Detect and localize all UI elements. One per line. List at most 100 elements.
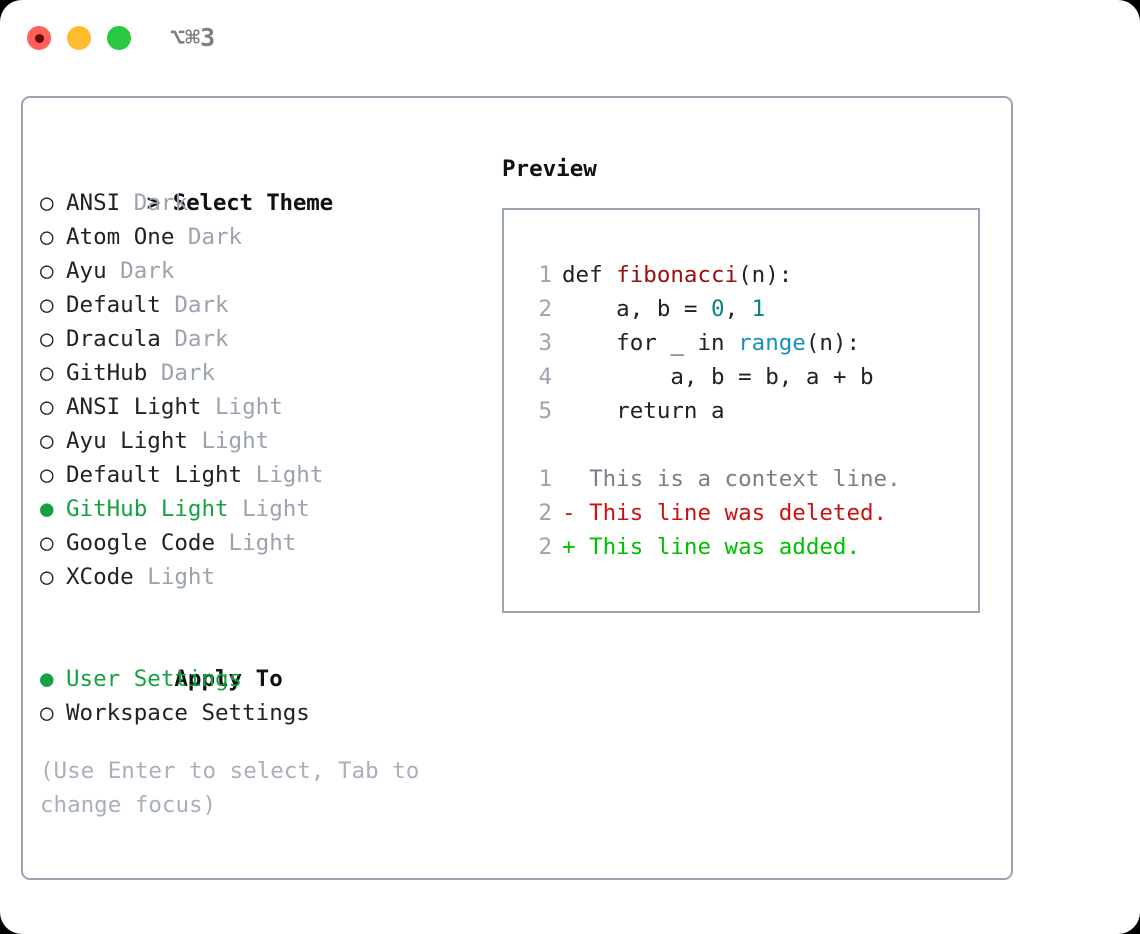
theme-variant-tag: Dark xyxy=(147,360,216,386)
code-token-plain: (n): xyxy=(805,330,861,356)
code-token-plain: def xyxy=(562,262,617,288)
radio-unselected-icon: ○ xyxy=(40,530,68,556)
theme-list-item[interactable]: ○ ANSI Light Light xyxy=(40,390,480,424)
apply-to-option-label: User Settings xyxy=(66,666,243,692)
apply-to-heading: Apply To xyxy=(40,628,480,692)
code-line: 3 for _ in range(n): xyxy=(522,326,978,360)
theme-variant-tag: Light xyxy=(215,530,297,556)
diff-sample: 1 This is a context line. 2 - This line wa… xyxy=(522,462,978,564)
theme-list-item[interactable]: ○ Default Light Light xyxy=(40,458,480,492)
theme-variant-tag: Dark xyxy=(120,190,188,216)
theme-name: ANSI Light xyxy=(66,394,202,420)
theme-list-item[interactable]: ○ Dracula Dark xyxy=(40,322,480,356)
code-token-plain: for _ in xyxy=(562,330,739,356)
line-number: 2 xyxy=(538,500,552,526)
diff-line: 2+ This line was added. xyxy=(522,530,978,564)
line-number: 3 xyxy=(538,330,552,356)
keyboard-hint-text: (Use Enter to select, Tab to change focu… xyxy=(40,758,433,818)
diff-del-text: - This line was deleted. xyxy=(562,500,888,526)
theme-list-item[interactable]: ○ XCode Light xyxy=(40,560,480,594)
theme-name: Default Light xyxy=(66,462,243,488)
theme-variant-tag: Light xyxy=(133,564,216,590)
diff-ctx-text: This is a context line. xyxy=(562,466,901,492)
line-number: 1 xyxy=(538,466,552,492)
theme-variant-tag: Light xyxy=(201,394,283,420)
line-number: 2 xyxy=(538,296,552,322)
theme-variant-tag: Light xyxy=(228,496,310,522)
theme-variant-tag: Dark xyxy=(160,292,229,318)
theme-list-item[interactable]: ○ Ayu Dark xyxy=(40,254,480,288)
minimize-button[interactable] xyxy=(67,26,91,50)
apply-to-label: Apply To xyxy=(174,666,283,692)
theme-name: XCode xyxy=(66,564,134,590)
theme-list-item[interactable]: ○ Google Code Light xyxy=(40,526,480,560)
code-token-plain: a, b = b, a + b xyxy=(562,364,874,390)
maximize-button[interactable] xyxy=(107,26,131,50)
code-token-plain: (n): xyxy=(738,262,793,288)
line-number: 4 xyxy=(538,364,552,390)
preview-spacer xyxy=(522,428,978,462)
diff-line: 1 This is a context line. xyxy=(522,462,978,496)
code-token-plain: return a xyxy=(562,398,725,424)
radio-selected-icon: ● xyxy=(40,496,68,522)
theme-list-item[interactable]: ○ Ayu Light Light xyxy=(40,424,480,458)
code-line: 4 a, b = b, a + b xyxy=(522,360,978,394)
radio-unselected-icon: ○ xyxy=(40,700,68,726)
radio-unselected-icon: ○ xyxy=(40,292,68,318)
apply-to-option-label: Workspace Settings xyxy=(66,700,310,726)
radio-unselected-icon: ○ xyxy=(40,190,68,216)
theme-name: GitHub xyxy=(66,360,148,386)
close-button[interactable] xyxy=(27,26,51,50)
theme-list-item[interactable]: ○ Atom One Dark xyxy=(40,220,480,254)
code-line: 2 a, b = 0, 1 xyxy=(522,292,978,326)
theme-list-item[interactable]: ○ Default Dark xyxy=(40,288,480,322)
apply-to-item[interactable]: ○ Workspace Settings xyxy=(40,696,480,730)
theme-variant-tag: Dark xyxy=(160,326,229,352)
code-line: 5 return a xyxy=(522,394,978,428)
diff-line: 2 - This line was deleted. xyxy=(522,496,978,530)
theme-variant-tag: Light xyxy=(187,428,270,454)
theme-list-item[interactable]: ● GitHub Light Light xyxy=(40,492,480,526)
theme-name: Ayu xyxy=(66,258,107,284)
theme-list-item[interactable]: ○ ANSI Dark xyxy=(40,186,480,220)
radio-unselected-icon: ○ xyxy=(40,394,68,420)
diff-add-text: + This line was added. xyxy=(562,534,861,560)
theme-list: ○ ANSI Dark○ Atom One Dark○ Ayu Dark○ De… xyxy=(40,186,480,594)
keyboard-shortcut-label: ⌥⌘3 xyxy=(170,23,216,52)
radio-unselected-icon: ○ xyxy=(40,360,68,386)
theme-name: Ayu Light xyxy=(66,428,188,454)
caret-icon: > xyxy=(146,190,174,216)
code-token-call: range xyxy=(738,330,806,356)
radio-unselected-icon: ○ xyxy=(40,258,68,284)
radio-unselected-icon: ○ xyxy=(40,462,68,488)
apply-to-item[interactable]: ● User Settings xyxy=(40,662,480,696)
apply-to-list: ● User Settings○ Workspace Settings xyxy=(40,662,480,730)
theme-name: GitHub Light xyxy=(66,496,229,522)
line-number: 1 xyxy=(538,262,552,288)
theme-name: Google Code xyxy=(66,530,216,556)
radio-selected-icon: ● xyxy=(40,666,68,692)
radio-unselected-icon: ○ xyxy=(40,326,68,352)
theme-list-item[interactable]: ○ GitHub Dark xyxy=(40,356,480,390)
theme-name: Atom One xyxy=(66,224,175,250)
theme-variant-tag: Dark xyxy=(174,224,243,250)
line-number: 5 xyxy=(538,398,552,424)
theme-name: ANSI xyxy=(66,190,121,216)
code-token-fn: fibonacci xyxy=(616,262,739,288)
radio-unselected-icon: ○ xyxy=(40,428,68,454)
radio-unselected-icon: ○ xyxy=(40,224,68,250)
theme-selector-card: > Select Theme ○ ANSI Dark○ Atom One Dar… xyxy=(21,96,1013,880)
radio-unselected-icon: ○ xyxy=(40,564,68,590)
code-token-plain: a, b = xyxy=(562,296,712,322)
close-icon xyxy=(34,33,44,43)
code-token-plain: , xyxy=(724,296,752,322)
theme-name: Dracula xyxy=(66,326,161,352)
preview-title: Preview xyxy=(502,156,597,182)
page-title: Select Theme xyxy=(172,190,333,216)
theme-picker-heading: > Select Theme xyxy=(40,152,480,216)
theme-picker-pane: > Select Theme ○ ANSI Dark○ Atom One Dar… xyxy=(40,152,480,822)
